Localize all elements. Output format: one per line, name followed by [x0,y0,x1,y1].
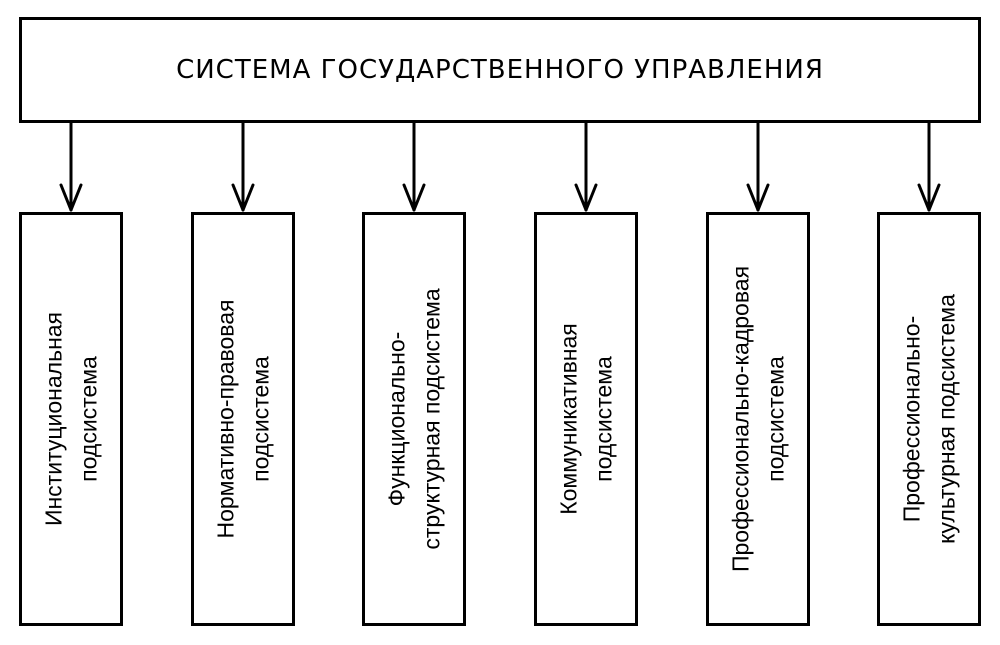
subsystem-box-functional-structural: Функционально- структурная подсистема [362,212,466,626]
subsystem-box-institutional: Институциональная подсистема [19,212,123,626]
arrow-4 [574,121,598,212]
subsystem-label: Нормативно-правовая подсистема [212,299,274,539]
arrow-2 [231,121,255,212]
root-system-title: СИСТЕМА ГОСУДАРСТВЕННОГО УПРАВЛЕНИЯ [176,55,824,85]
subsystem-box-communicative: Коммуникативная подсистема [534,212,638,626]
subsystem-box-professional-cultural: Профессионально- культурная подсистема [877,212,981,626]
subsystem-label: Функционально- структурная подсистема [383,288,445,550]
arrow-1 [59,121,83,212]
subsystem-label: Профессионально- культурная подсистема [898,294,960,544]
root-system-box: СИСТЕМА ГОСУДАРСТВЕННОГО УПРАВЛЕНИЯ [19,17,981,123]
subsystem-label: Коммуникативная подсистема [555,323,617,515]
subsystem-box-professional-personnel: Профессионально-кадровая подсистема [706,212,810,626]
subsystem-label: Институциональная подсистема [40,311,102,527]
arrow-3 [402,121,426,212]
subsystem-label: Профессионально-кадровая подсистема [727,265,789,573]
arrow-6 [917,121,941,212]
arrow-5 [746,121,770,212]
subsystem-box-normative-legal: Нормативно-правовая подсистема [191,212,295,626]
